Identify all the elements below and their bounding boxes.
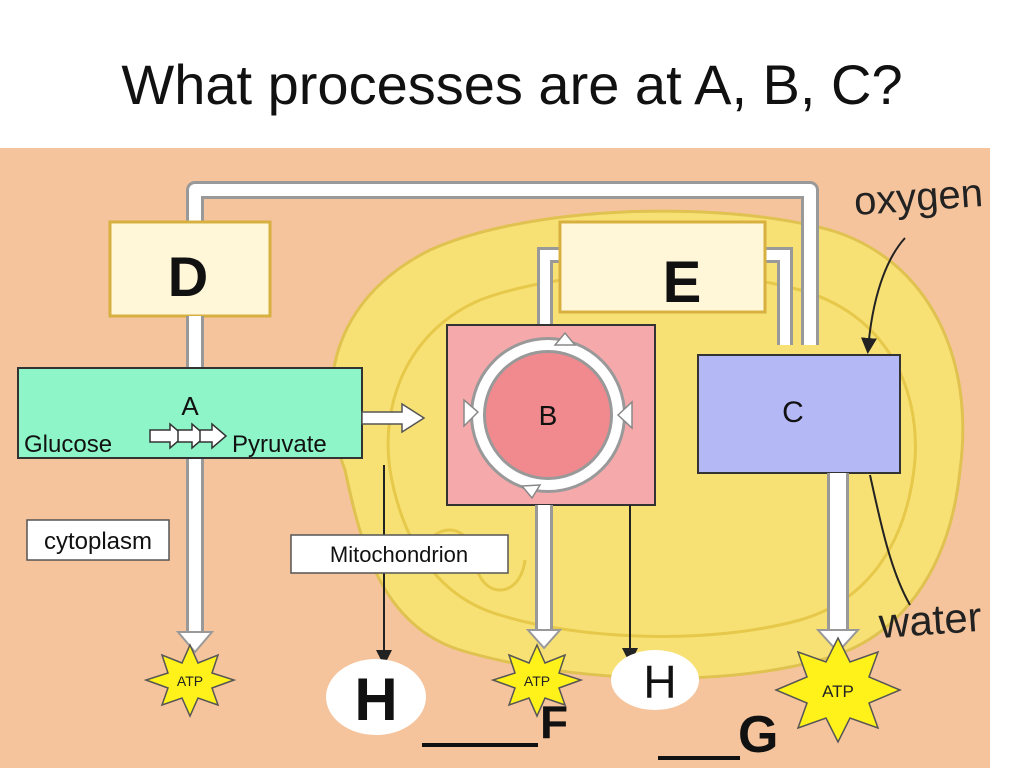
atp-label-3: ATP [822,682,854,701]
label-a: A [181,391,199,421]
atp-star-1: ATP [143,643,237,718]
label-oxygen: oxygen [853,171,985,224]
slide-title: What processes are at A, B, C? [121,53,903,116]
label-water: water [876,593,983,647]
label-glucose: Glucose [24,431,112,458]
label-b: B [539,400,558,431]
atp-star-3: ATP [774,636,902,744]
label-h-2: H [643,656,676,708]
a-to-b-arrow [361,402,426,434]
label-f: F [540,696,568,748]
label-pyruvate: Pyruvate [232,431,327,458]
label-mitochondrion: Mitochondrion [330,542,468,567]
label-d: D [168,245,208,308]
respiration-diagram: D E A Glucose Pyruvate B C cytoplasm Mit… [0,148,990,768]
atp-label-2: ATP [524,673,550,689]
atp-star-2: ATP [490,643,584,718]
box-c [697,354,901,474]
label-cytoplasm: cytoplasm [44,528,152,555]
mitochondrion-label-box [290,534,509,574]
label-c: C [782,396,804,429]
cytoplasm-label-box [26,519,170,561]
box-d [108,220,272,318]
box-e [558,220,767,314]
label-g: G [738,706,778,764]
label-h-1: H [354,666,397,733]
glucose-to-pyruvate-arrows [149,422,228,450]
atp-label-1: ATP [177,673,203,689]
label-e: E [663,250,702,315]
